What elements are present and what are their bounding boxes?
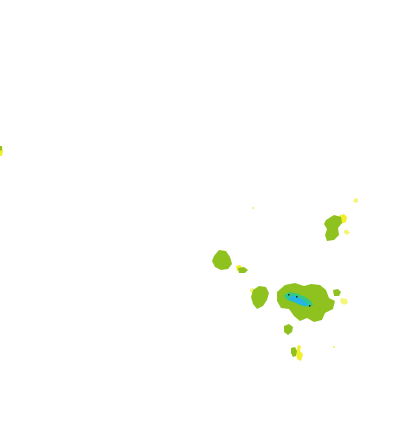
extreme-precip-layer [288,294,311,307]
precip-cell-trace [333,346,335,348]
precip-cell-moderate [212,250,232,270]
precip-cell-trace [340,298,348,305]
precip-cell-moderate [238,267,248,273]
precip-cell-moderate [333,289,341,296]
precip-cell-moderate [284,324,293,335]
precip-cell-very-heavy [289,296,308,306]
precip-cell-trace [252,207,254,209]
precip-cell-trace [353,198,358,203]
precip-cell-moderate [0,146,2,151]
precip-cell-light [296,345,303,361]
precip-cell-extreme [309,305,311,307]
moderate-precip-layer [0,146,342,357]
light-precip-layer [0,147,347,361]
precip-cell-moderate [324,215,342,241]
precip-cell-moderate [291,347,297,357]
precip-cell-extreme [296,296,298,298]
precip-cell-moderate [251,286,269,309]
precip-cell-extreme [288,294,290,296]
very-heavy-precip-layer [289,296,308,306]
precip-cell-trace [344,230,350,235]
